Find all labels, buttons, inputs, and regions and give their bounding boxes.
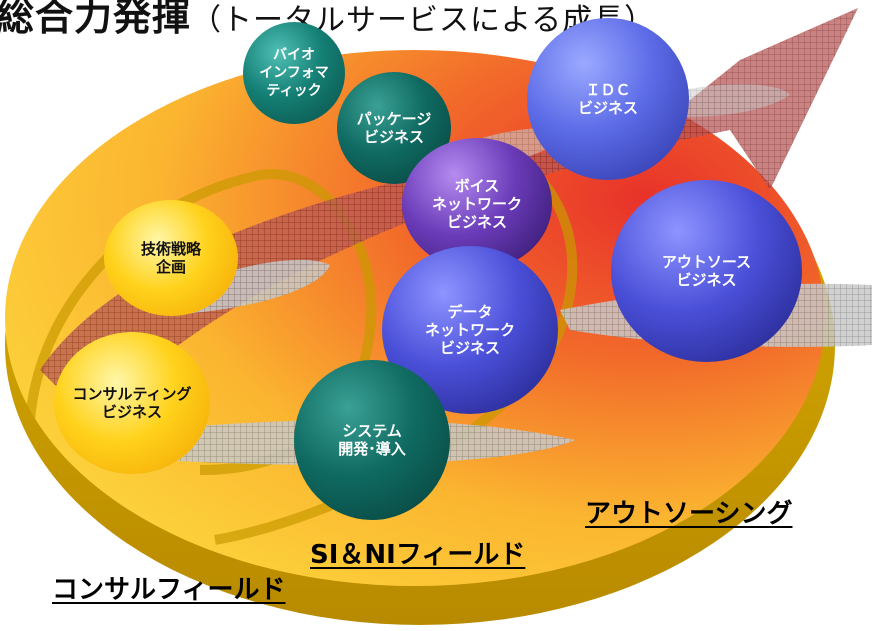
title-main: 総合力発揮 [0, 0, 192, 39]
sphere-tech-strategy: 技術戦略 企画 [104, 200, 238, 316]
field-label-consul: コンサルフィールド [52, 575, 286, 605]
field-label-outsourcing: アウトソーシング [585, 499, 793, 529]
sphere-bioinformatics: バイオ インフォマ ティック [243, 22, 345, 124]
sphere-consulting-business: コンサルティング ビジネス [54, 332, 210, 474]
field-label-si-ni: SI＆NIフィールド [310, 540, 526, 570]
sphere-data-network-business: データ ネットワーク ビジネス [382, 246, 558, 414]
sphere-outsource-business: アウトソース ビジネス [611, 180, 802, 362]
sphere-idc-business: ＩＤＣ ビジネス [527, 18, 689, 180]
sphere-system-development: システム 開発･導入 [294, 360, 450, 520]
